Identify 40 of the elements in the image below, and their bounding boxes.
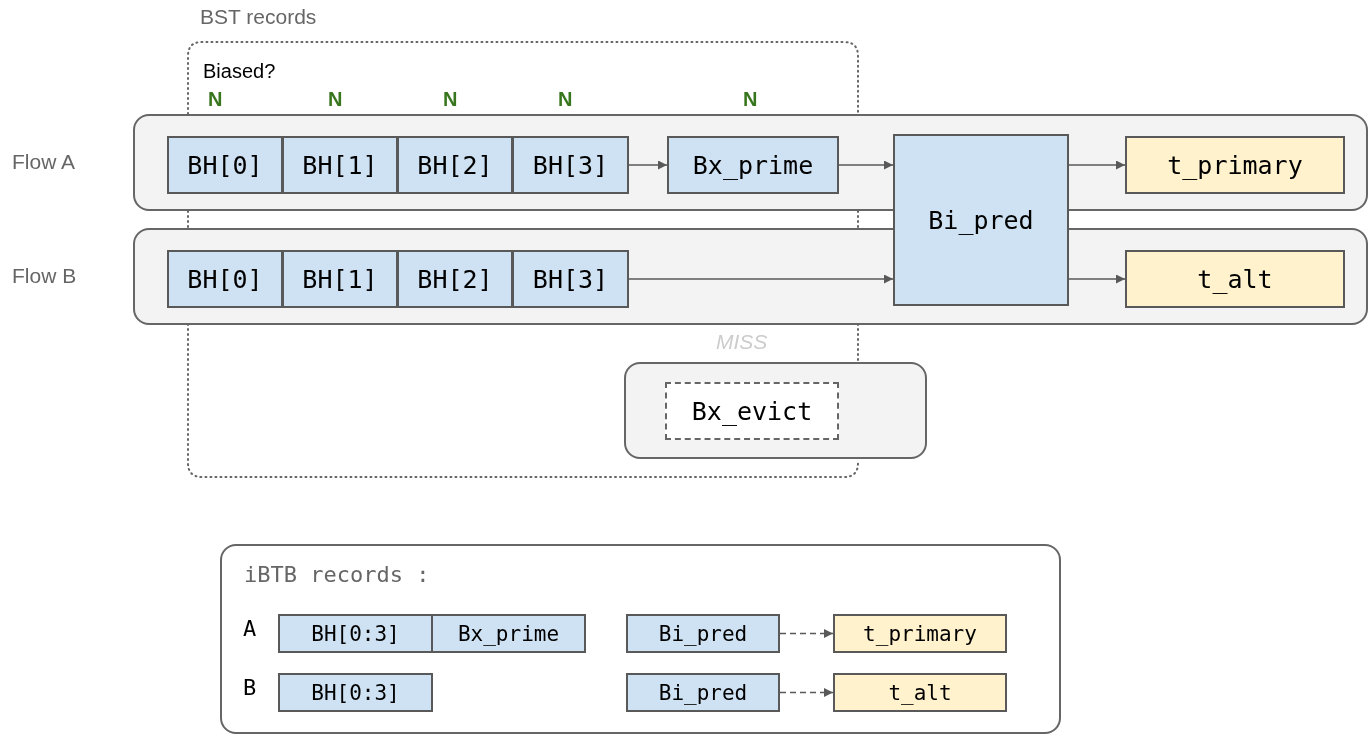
register-box: BH[1] xyxy=(282,136,398,194)
predictor-box: Bi_pred xyxy=(893,134,1069,306)
register-box: BH[0:3] xyxy=(278,673,433,712)
register-box: BH[2] xyxy=(397,136,513,194)
target-box: t_primary xyxy=(1125,136,1345,194)
predictor-box: Bi_pred xyxy=(626,614,780,653)
heading-label: Flow B xyxy=(12,264,77,288)
register-box: BH[3] xyxy=(512,250,629,308)
arrow xyxy=(779,688,834,697)
register-box: BH[0] xyxy=(167,136,283,194)
arrow xyxy=(628,274,894,284)
target-box: t_alt xyxy=(833,673,1007,712)
heading-label: iBTB records : xyxy=(244,562,430,587)
arrow xyxy=(628,160,668,170)
outcome-label: N xyxy=(743,88,758,111)
register-box: BH[0:3] xyxy=(278,614,433,653)
row-label: A xyxy=(243,616,257,641)
register-box: BH[2] xyxy=(397,250,513,308)
records-panel xyxy=(220,544,1061,734)
register-box: BH[3] xyxy=(512,136,629,194)
outcome-label: N xyxy=(443,88,458,111)
evicted-entry-box: Bx_evict xyxy=(665,382,839,440)
target-box: t_alt xyxy=(1125,250,1345,308)
register-box: BH[0] xyxy=(167,250,283,308)
outcome-label: N xyxy=(558,88,573,111)
region-label: BST records xyxy=(200,5,317,29)
outcome-label: N xyxy=(328,88,343,111)
row-label: B xyxy=(243,675,257,700)
outcome-label: N xyxy=(208,88,223,111)
target-box: t_primary xyxy=(833,614,1007,653)
register-box: Bx_prime xyxy=(431,614,586,653)
register-box: BH[1] xyxy=(282,250,398,308)
arrow xyxy=(1068,274,1126,284)
question-label: Biased? xyxy=(203,60,276,83)
heading-label: Flow A xyxy=(12,150,76,174)
register-box: Bx_prime xyxy=(667,136,839,194)
arrow xyxy=(1068,160,1126,170)
arrow xyxy=(838,160,894,170)
arrow xyxy=(779,629,834,638)
predictor-box: Bi_pred xyxy=(626,673,780,712)
